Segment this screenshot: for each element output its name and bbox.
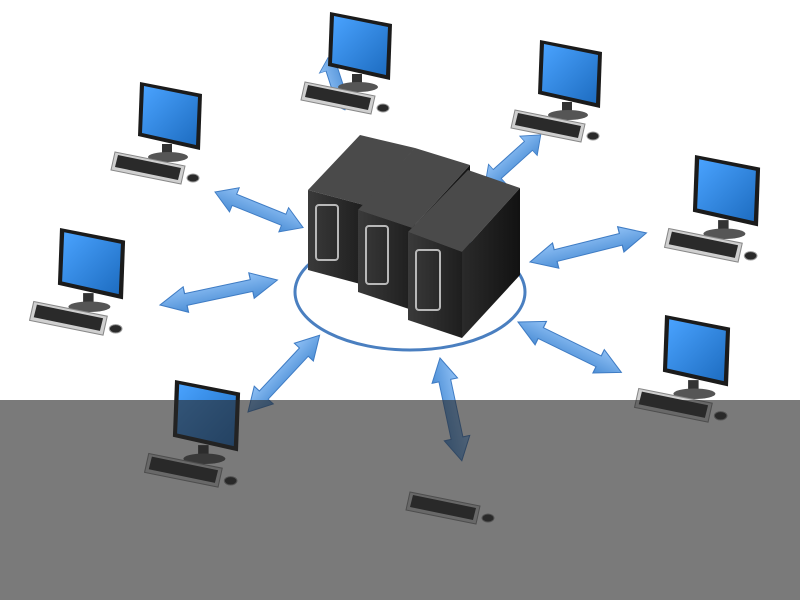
keyboard-icon: [405, 491, 481, 525]
mouse-icon: [743, 251, 758, 261]
mouse-icon: [223, 476, 238, 486]
double-arrow-icon: [511, 309, 628, 385]
workstation: [143, 380, 241, 488]
workstation: [663, 155, 761, 263]
keyboard-icon: [28, 300, 108, 336]
workstation: [633, 315, 731, 423]
server-icon: [408, 170, 520, 338]
monitor-icon: [138, 82, 202, 162]
monitor-icon: [172, 380, 241, 464]
keyboard-icon: [510, 109, 586, 143]
monitor-icon: [662, 315, 731, 399]
double-arrow-icon: [426, 354, 476, 464]
mouse-icon: [586, 131, 600, 141]
monitor-icon: [692, 155, 761, 239]
keyboard-icon: [663, 227, 743, 263]
monitor-icon: [538, 40, 602, 120]
mouse-icon: [376, 103, 390, 113]
workstation: [110, 82, 202, 185]
mouse-icon: [108, 324, 123, 334]
double-arrow-icon: [209, 179, 309, 241]
double-arrow-icon: [237, 325, 330, 422]
workstation: [510, 40, 602, 143]
double-arrow-icon: [156, 266, 281, 319]
monitor-icon: [328, 12, 392, 92]
mouse-icon: [713, 411, 728, 421]
keyboard-icon: [110, 151, 186, 185]
workstation: [405, 491, 495, 525]
mouse-icon: [186, 173, 200, 183]
double-arrow-icon: [526, 219, 651, 276]
mouse-icon: [481, 513, 495, 523]
workstation: [28, 228, 126, 336]
workstation: [300, 12, 392, 115]
keyboard-icon: [300, 81, 376, 115]
server-cluster: [308, 135, 520, 338]
monitor-icon: [57, 228, 126, 312]
